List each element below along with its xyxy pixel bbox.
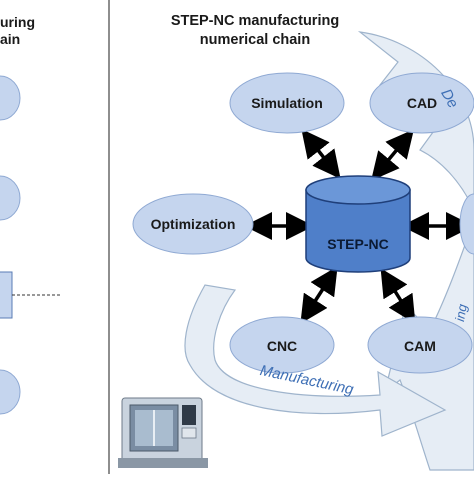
connector-simulation-stepnc — [301, 128, 341, 180]
cnc-node-shape — [229, 316, 335, 374]
left-partial-ellipse-3 — [0, 369, 21, 415]
left-partial-box — [0, 271, 13, 319]
right-panel-title: STEP-NC manufacturing numerical chain — [150, 12, 360, 50]
manufacturing-arrow-band — [184, 284, 447, 437]
optimization-node-shape — [132, 193, 254, 255]
connector-stepnc-cnc — [300, 266, 338, 324]
stepnc-node-label: STEP-NC — [327, 236, 389, 252]
cnc-machine-image — [118, 397, 208, 468]
cnc-node-label: CNC — [266, 338, 298, 354]
cam-node-shape — [367, 316, 473, 374]
simulation-node-label: Simulation — [251, 95, 323, 111]
left-partial-ellipse-1 — [0, 75, 21, 121]
left-panel-title: uring ain — [0, 14, 35, 48]
left-title-line1: uring — [0, 14, 35, 30]
stepnc-cylinder-body — [305, 189, 411, 273]
left-partial-ellipse-2 — [0, 175, 21, 221]
connector-cad-stepnc — [371, 129, 414, 181]
simulation-node-shape — [229, 72, 345, 134]
right-partial-node-shape — [459, 193, 474, 255]
stepnc-cylinder-top — [305, 175, 411, 205]
right-title-line2: numerical chain — [199, 32, 311, 48]
left-title-line2: ain — [0, 31, 21, 47]
cam-node-label: CAM — [404, 338, 436, 354]
optimization-node-label: Optimization — [150, 216, 236, 232]
programming-cycle-label: ing — [452, 302, 470, 323]
connector-stepnc-cam — [380, 268, 416, 324]
cad-node-label: CAD — [406, 95, 438, 111]
cad-node-shape — [369, 72, 474, 134]
right-title-line1: STEP-NC manufacturing — [170, 13, 340, 29]
